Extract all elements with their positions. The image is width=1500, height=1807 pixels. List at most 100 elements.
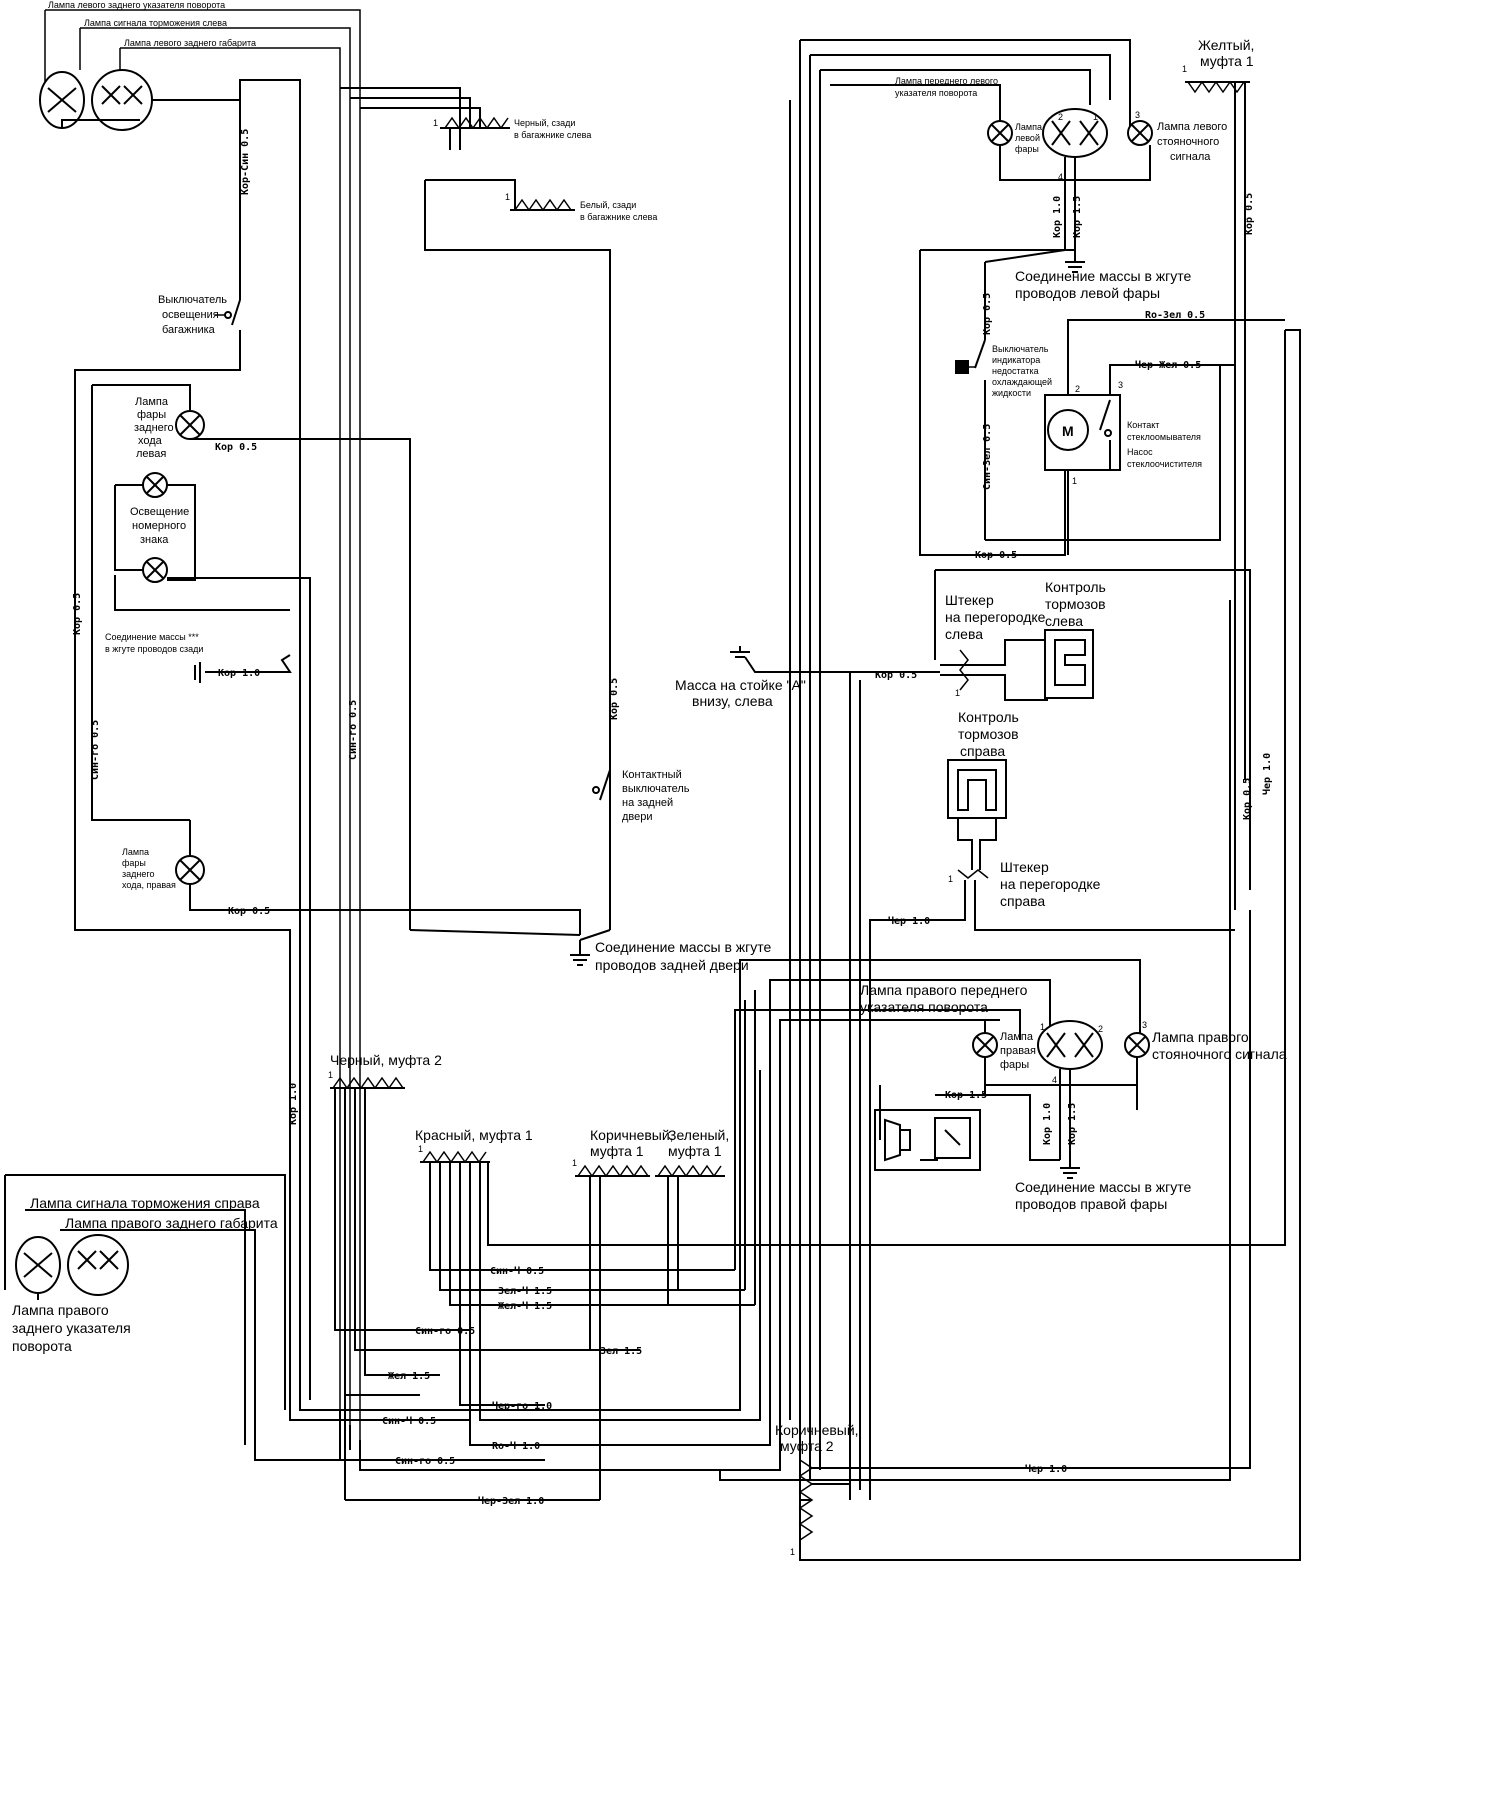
- label-head-left-1: Лампа: [1015, 122, 1042, 132]
- washer-pump: M 2 3 1: [1044, 319, 1285, 555]
- pin-3: 3: [1135, 110, 1140, 120]
- label-front-right-turn-2: указателя поворота: [860, 999, 988, 1015]
- label-trunk-switch-3: багажника: [162, 324, 216, 336]
- label-park-right-1: Лампа правого: [1152, 1029, 1249, 1045]
- wire-label: Кор 1.5: [1067, 1103, 1078, 1145]
- label-ground-rhead-2: проводов правой фары: [1015, 1196, 1167, 1212]
- label-trunk-switch-1: Выключатель: [158, 294, 227, 306]
- wire-label: Жел 1.5: [388, 1371, 430, 1382]
- rear-ground: [194, 654, 292, 683]
- green-coupling-1: [655, 1164, 725, 1305]
- label-brake-right: Лампа сигнала торможения справа: [30, 1195, 260, 1211]
- wire-label: Син-го 0.5: [90, 720, 101, 780]
- black-coupling-2: 1: [328, 1070, 640, 1396]
- left-bulkhead-plug: 1: [934, 569, 1251, 890]
- label-ground-rear-2: в жгуте проводов сзади: [105, 644, 203, 654]
- pin-1: 1: [418, 1144, 423, 1154]
- pin-2: 2: [1098, 1024, 1103, 1034]
- label-brake-ctrl-right-2: тормозов: [958, 726, 1019, 742]
- label-head-right-2: правая: [1000, 1045, 1036, 1057]
- wire-label: Кор 1.0: [288, 1083, 299, 1125]
- wire-label: Кор 0.5: [228, 906, 270, 917]
- label-rev-left-3: заднего: [134, 422, 174, 434]
- label-rear-right-turn-1: Лампа правого: [12, 1302, 109, 1318]
- label-plug-left-2: на перегородке: [945, 609, 1046, 625]
- wire-label: Кор-Син 0.5: [240, 129, 251, 195]
- pin-1: 1: [1182, 64, 1187, 74]
- wire-washer-frame: [985, 365, 1221, 541]
- label-rev-left-5: левая: [136, 448, 166, 460]
- label-yellow-c1-2: муфта 1: [1200, 53, 1254, 69]
- label-coolant-1: Выключатель: [992, 344, 1049, 354]
- right-bulkhead-plug: 1: [869, 869, 1235, 1500]
- label-green-c1-2: муфта 1: [668, 1143, 722, 1159]
- rear-door-switch: [592, 769, 611, 801]
- red-coupling-1: 1: [418, 330, 1286, 1446]
- wire-label: Син-Ч 0.5: [490, 1265, 544, 1277]
- label-washer-pump-1: Насос: [1127, 447, 1153, 457]
- brown-coupling-1: 1: [572, 1158, 650, 1500]
- label-ground-rear-1: Соединение массы ***: [105, 632, 199, 642]
- label-head-left-3: фары: [1015, 144, 1039, 154]
- label-rear-left-marker: Лампа левого заднего габарита: [124, 38, 256, 48]
- rear-right-lamp-cluster: [15, 1209, 256, 1300]
- trunk-light-switch: [215, 299, 241, 326]
- label-rev-right-3: заднего: [122, 869, 154, 879]
- label-rev-right-2: фары: [122, 858, 146, 868]
- pin-1: 1: [328, 1070, 333, 1080]
- label-park-right-2: стояночного сигнала: [1152, 1046, 1287, 1062]
- wire-label: Ro-Зел 0.5: [1145, 310, 1205, 321]
- label-door-switch-4: двери: [622, 811, 653, 823]
- label-mass-a-1: Масса на стойке "А": [675, 677, 806, 693]
- label-ground-rhead-1: Соединение массы в жгуте: [1015, 1179, 1192, 1195]
- motor-label: M: [1062, 423, 1074, 439]
- pin-3: 3: [1142, 1020, 1147, 1030]
- label-green-c1-1: Зеленый,: [668, 1127, 729, 1143]
- label-plate-2: номерного: [132, 520, 186, 532]
- label-coolant-2: индикатора: [992, 355, 1040, 365]
- label-park-left-3: сигнала: [1170, 151, 1211, 163]
- pin-2: 2: [1058, 112, 1063, 122]
- mass-a-pillar-ground: [730, 646, 940, 1500]
- label-rear-right-turn-3: поворота: [12, 1338, 72, 1354]
- label-mass-a-2: внизу, слева: [692, 693, 773, 709]
- label-brake-ctrl-left-2: тормозов: [1045, 596, 1106, 612]
- wire-label: Зел-Ч 1.5: [498, 1285, 552, 1297]
- label-plug-right-3: справа: [1000, 893, 1045, 909]
- label-ground-door-2: проводов задней двери: [595, 957, 749, 973]
- wire-label: Чер-Жел 0.5: [1135, 359, 1201, 371]
- pin-4: 4: [1058, 172, 1063, 182]
- relay-horn-module: [874, 1094, 1060, 1171]
- label-rev-left-1: Лампа: [135, 396, 169, 408]
- label-rev-left-2: фары: [137, 409, 166, 421]
- label-rear-right-turn-2: заднего указателя: [12, 1320, 131, 1336]
- label-brake-ctrl-left-1: Контроль: [1045, 579, 1106, 595]
- wire-label: Кор 1.0: [1052, 196, 1063, 238]
- right-top-harness: [789, 39, 1131, 1500]
- pin-1: 1: [572, 1158, 577, 1168]
- label-red-c1: Красный, муфта 1: [415, 1127, 533, 1143]
- label-white-rear-2: в багажнике слева: [580, 212, 657, 222]
- brown-coupling-2: 1: [790, 329, 1301, 1561]
- label-trunk-switch-2: освещения: [162, 309, 219, 321]
- label-front-right-turn-1: Лампа правого переднего: [860, 982, 1028, 998]
- yellow-coupling-1: 1: [1182, 64, 1250, 910]
- wire-label: Кор 0.5: [609, 678, 620, 720]
- pin-2: 2: [1075, 384, 1080, 394]
- wire-label: Син-го 0.5: [395, 1456, 455, 1467]
- left-headlight-ground: [919, 249, 1085, 556]
- label-yellow-c1-1: Желтый,: [1198, 37, 1254, 53]
- label-white-rear-1: Белый, сзади: [580, 200, 636, 210]
- label-coolant-3: недостатка: [992, 366, 1039, 376]
- coolant-level-switch: [955, 339, 986, 374]
- wire-label: Син-го 0.5: [415, 1326, 475, 1337]
- pin-1: 1: [948, 874, 953, 884]
- label-brake-ctrl-right-3: справа: [960, 743, 1005, 759]
- right-headlight-cluster: 1 2 3 4: [972, 1020, 1150, 1160]
- bottom-harness: [244, 959, 1141, 1501]
- wire-label: Син-Зел 0.5: [982, 424, 993, 490]
- wire-label: Ro-Ч 1.0: [492, 1440, 540, 1452]
- pin-1: 1: [505, 192, 510, 202]
- label-head-right-1: Лампа: [1000, 1031, 1034, 1043]
